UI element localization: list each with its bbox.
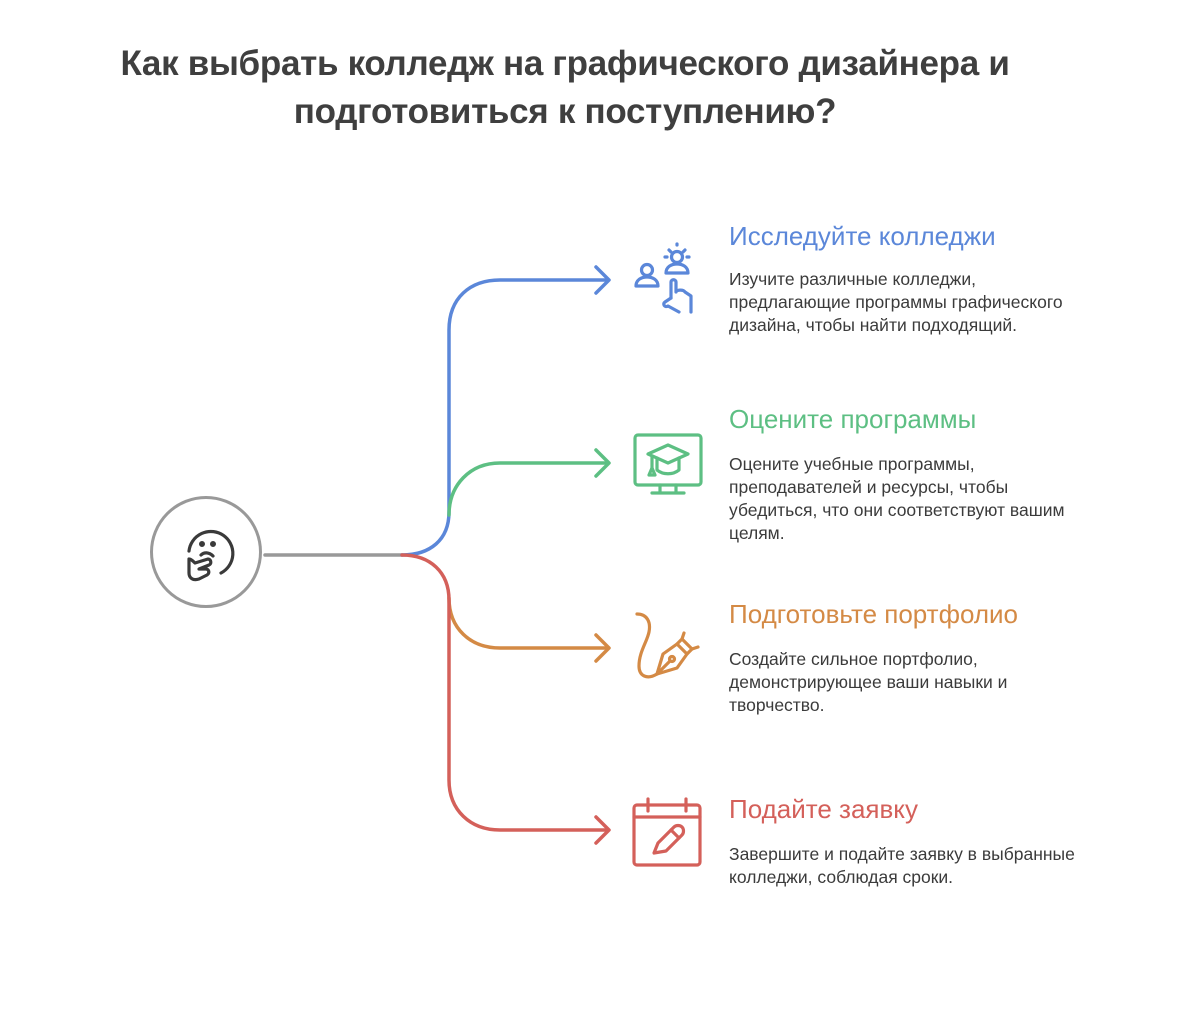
step-title-4: Подайте заявку	[729, 794, 918, 824]
arrow-head-3	[594, 633, 611, 663]
graduation-monitor-icon	[630, 428, 706, 504]
title-line-2: подготовиться к поступлению?	[293, 92, 837, 131]
branch-line-2	[447, 461, 610, 517]
step-title-3: Подготовьте портфолио	[729, 599, 1019, 629]
title-line-1: Как выбрать колледж на графического диза…	[120, 44, 1010, 83]
arrow-head-1	[594, 265, 611, 295]
pen-nib-icon	[627, 608, 703, 684]
step-description-4: Завершите и подайте заявку в выбранные к…	[729, 844, 1075, 887]
arrow-head-2	[594, 448, 611, 478]
people-pointing-icon	[627, 240, 703, 316]
step-description-3: Создайте сильное портфолио, демонстрирую…	[729, 649, 1008, 715]
central-question-node	[150, 496, 262, 608]
branch-line-1	[400, 278, 610, 557]
arrow-head-4	[594, 815, 611, 845]
branch-line-3	[447, 596, 610, 650]
diagram-title: Как выбрать колледж на графического диза…	[40, 40, 1090, 136]
step-description-1: Изучите различные колледжи, предлагающие…	[729, 269, 1063, 335]
step-title-2: Оцените программы	[729, 404, 977, 434]
step-title-1: Исследуйте колледжи	[729, 221, 996, 251]
calendar-edit-icon	[628, 795, 704, 871]
step-description-2: Оцените учебные программы, преподавателе…	[729, 454, 1065, 543]
thinking-face-icon	[187, 529, 235, 582]
branch-line-4	[400, 553, 610, 832]
